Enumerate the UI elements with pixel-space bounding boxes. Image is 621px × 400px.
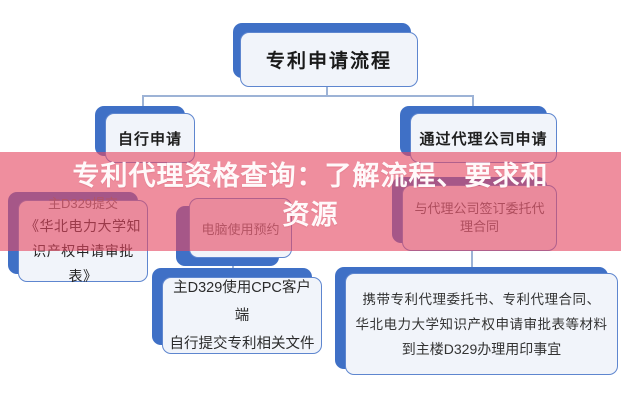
node-cpc-client-submit: 主D329使用CPC客户端 自行提交专利相关文件 xyxy=(152,268,322,354)
connector-right-drop xyxy=(472,95,474,114)
node-bring-materials-seal: 携带专利代理委托书、专利代理合同、 华北电力大学知识产权申请审批表等材料 到主楼… xyxy=(335,267,618,375)
connector-mid-down xyxy=(232,258,234,277)
banner-title-line1: 专利代理资格查询：了解流程、要求和 xyxy=(72,161,549,191)
connector-left-drop xyxy=(142,95,144,114)
step-line: 华北电力大学知识产权申请审批表等材料 xyxy=(355,316,608,332)
agency-apply-label: 通过代理公司申请 xyxy=(419,130,548,148)
overlay-band xyxy=(0,152,621,251)
connector-root-stub xyxy=(326,87,328,96)
root-label: 专利申请流程 xyxy=(265,51,392,72)
step-line: 主D329使用CPC客户端 xyxy=(173,279,311,324)
banner-title: 专利代理资格查询：了解流程、要求和 资源 xyxy=(0,157,621,235)
step-line: 携带专利代理委托书、专利代理合同、 xyxy=(362,291,601,307)
connector-branch-split xyxy=(142,95,472,97)
self-apply-label: 自行申请 xyxy=(117,130,182,148)
banner-title-line2: 资源 xyxy=(282,200,339,230)
connector-right-down xyxy=(471,251,473,273)
step-line: 自行提交专利相关文件 xyxy=(169,335,315,352)
node-patent-process-root: 专利申请流程 xyxy=(233,23,418,87)
step-line: 到主楼D329办理用印事宜 xyxy=(401,340,562,357)
